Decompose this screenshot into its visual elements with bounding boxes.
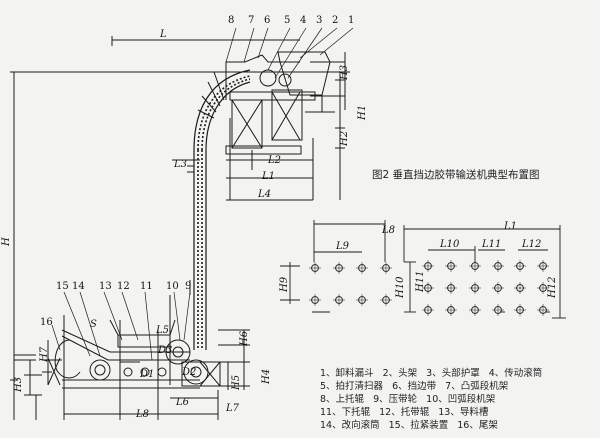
dim-label-l1-right: L1: [504, 221, 518, 232]
belt-curve: [193, 69, 251, 151]
legend-item: 9、压带轮: [373, 394, 418, 405]
dim-label-l11: L11: [482, 239, 502, 250]
dim-label-l1-left: L1: [262, 171, 276, 182]
dim-label-d1: D1: [140, 369, 155, 380]
dim-label-l: L: [160, 29, 167, 40]
legend-item: 11、下托辊: [320, 407, 371, 418]
part-number-1: 1: [348, 15, 355, 26]
part-number-16: 16: [40, 317, 53, 328]
part-number-12: 12: [117, 281, 130, 292]
legend-item: 14、改向滚筒: [320, 420, 380, 431]
part-number-2: 2: [332, 15, 339, 26]
legend-row: 8、上托辊 9、压带轮 10、凹弧段机架: [320, 394, 501, 406]
dim-label-d2: D2: [182, 367, 197, 378]
legend-row: 11、下托辊 12、托带辊 13、导料槽: [320, 407, 494, 419]
legend-item: 15、拉紧装置: [388, 420, 449, 431]
legend-item: 1、卸料漏斗: [320, 368, 374, 379]
part-number-15: 15: [56, 281, 69, 292]
part-number-10: 10: [166, 281, 179, 292]
dim-label-s: S: [90, 319, 97, 330]
dim-label-h4: H4: [261, 368, 272, 384]
dim-label-h6: H6: [239, 330, 250, 346]
dim-label-l10: L10: [440, 239, 460, 250]
figure-caption: 图2 垂直挡边胶带输送机典型布置图: [372, 169, 540, 181]
dim-label-h: H: [1, 237, 12, 246]
legend-item: 13、导料槽: [438, 407, 489, 418]
dim-label-h11: H11: [415, 270, 426, 292]
head-section: [14, 36, 350, 201]
part-number-6: 6: [264, 15, 271, 26]
dim-label-h2-left: H2: [339, 130, 350, 146]
part-number-7: 7: [248, 15, 255, 26]
dim-label-h9: H9: [279, 276, 290, 292]
part-number-14: 14: [72, 281, 85, 292]
dim-label-l5: L5: [156, 325, 170, 336]
part-number-4: 4: [300, 15, 307, 26]
legend-item: 8、上托辊: [320, 394, 365, 405]
legend-item: 12、托带辊: [379, 407, 430, 418]
legend-item: 5、拍打清扫器: [320, 381, 384, 392]
dim-label-h1-left: H1: [357, 104, 368, 120]
part-number-11: 11: [140, 281, 153, 292]
part-number-9: 9: [185, 281, 192, 292]
legend-row: 14、改向滚筒 15、拉紧装置 16、尾架: [320, 420, 504, 432]
legend-row: 5、拍打清扫器 6、挡边带 7、凸弧段机架: [320, 381, 514, 393]
dim-label-l8-right: L8: [382, 225, 396, 236]
legend-item: 2、头架: [382, 368, 418, 379]
legend-item: 4、传动滚筒: [488, 368, 543, 379]
legend-item: 3、头部护罩: [426, 368, 480, 379]
leader-lines: [51, 27, 354, 361]
dim-label-l7: L7: [226, 403, 240, 414]
tail-section: [24, 280, 250, 420]
dim-label-h3-top: H3: [339, 64, 350, 80]
dim-label-l3: L3: [174, 159, 188, 170]
dim-label-d3: D3: [158, 345, 173, 356]
legend-row: 1、卸料漏斗 2、头架 3、头部护罩 4、传动滚筒: [320, 368, 548, 380]
legend-item: 16、尾架: [457, 420, 498, 431]
part-number-8: 8: [228, 15, 235, 26]
hole-pattern: [280, 220, 566, 319]
hole-pattern-right-group: [422, 260, 549, 316]
vertical-belt: [187, 150, 207, 350]
dim-label-l6: L6: [176, 397, 190, 408]
dim-label-h12: H12: [547, 276, 558, 298]
legend-item: 7、凸弧段机架: [445, 381, 509, 392]
left-dimension: [10, 71, 37, 420]
dim-label-l4: L4: [258, 189, 272, 200]
dim-label-h10: H10: [395, 276, 406, 298]
dim-label-l9: L9: [336, 241, 350, 252]
part-number-13: 13: [99, 281, 112, 292]
legend-item: 10、凹弧段机架: [426, 394, 496, 405]
part-number-5: 5: [284, 15, 291, 26]
hole-pattern-left-group: [309, 262, 392, 306]
dim-label-h3-bottom: H3: [13, 376, 24, 392]
part-number-3: 3: [316, 15, 323, 26]
legend-item: 6、挡边带: [392, 381, 437, 392]
dim-label-l8: L8: [136, 409, 150, 420]
dim-label-l12: L12: [522, 239, 542, 250]
dim-label-h7: H7: [39, 346, 50, 362]
dim-label-h5: H5: [231, 374, 242, 390]
dim-label-l2: L2: [268, 155, 282, 166]
